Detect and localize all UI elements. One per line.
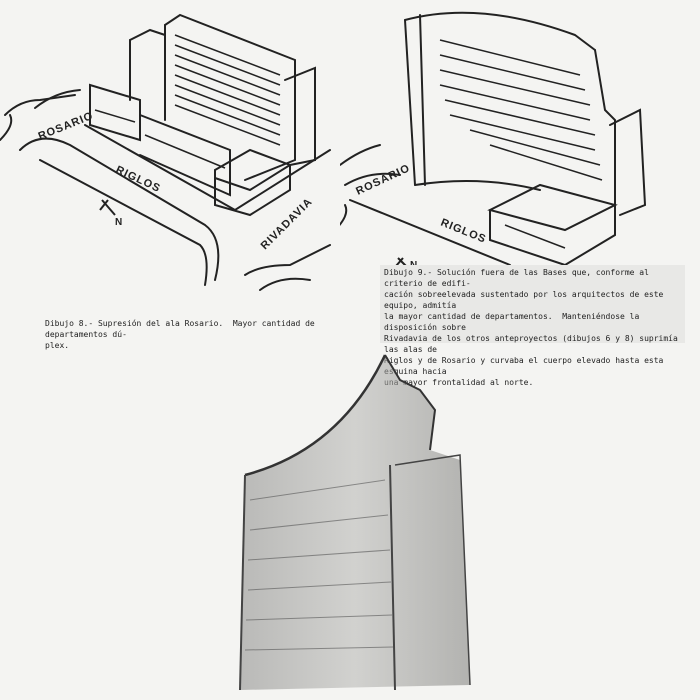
drawing-8-axonometric: ROSARIO RIGLOS RIVADAVIA N xyxy=(0,13,331,291)
caption-drawing-9: Dibujo 9.- Solución fuera de las Bases q… xyxy=(380,265,685,387)
street-label-rosario-2: ROSARIO xyxy=(354,162,412,198)
street-label-riglos: RIGLOS xyxy=(114,164,163,195)
north-arrow-icon xyxy=(99,199,116,216)
street-label-riglos-2: RIGLOS xyxy=(439,217,488,246)
drawing-9-axonometric: ROSARIO RIGLOS N xyxy=(340,11,647,270)
north-mark: N xyxy=(115,217,122,228)
caption-drawing-8: Dibujo 8.- Supresión del ala Rosario. Ma… xyxy=(45,319,315,350)
perspective-sketch xyxy=(239,354,471,691)
